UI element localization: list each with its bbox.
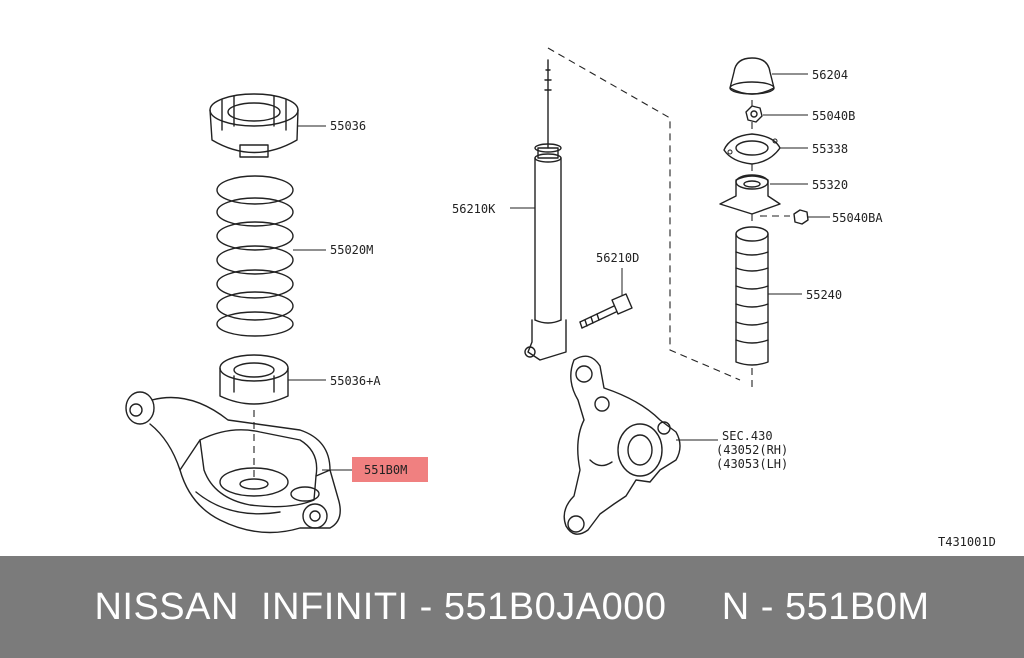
nut-55040b <box>745 105 808 123</box>
label-56210k: 56210K <box>452 202 496 216</box>
label-55036a: 55036+A <box>330 374 381 388</box>
parts-diagram: 55036 55020M 55036+A 551B0M 56210K 56210… <box>125 47 996 549</box>
label-56210d: 56210D <box>596 251 639 265</box>
part-number-caption: NISSAN INFINITI - 551B0JA000 N - 551B0M <box>94 585 930 628</box>
label-55338: 55338 <box>812 142 848 156</box>
shock-bolt <box>579 268 633 329</box>
label-56204: 56204 <box>812 68 848 82</box>
strut-mount-55320 <box>719 174 808 215</box>
lower-spring-seat <box>219 354 326 405</box>
bump-stop-55240 <box>735 226 802 366</box>
assembly-outline <box>547 47 753 390</box>
highlight-box <box>352 457 428 482</box>
bump-cap <box>729 57 808 95</box>
knuckle <box>563 355 718 535</box>
label-55320: 55320 <box>812 178 848 192</box>
caption-bar: NISSAN INFINITI - 551B0JA000 N - 551B0M <box>0 556 1024 658</box>
drawing-code: T431001D <box>938 535 996 549</box>
label-43052-rh: (43052(RH) <box>716 443 788 457</box>
label-551b0m: 551B0M <box>364 463 407 477</box>
label-55040b: 55040B <box>812 109 855 123</box>
label-55036: 55036 <box>330 119 366 133</box>
shock-absorber <box>510 59 567 361</box>
coil-spring <box>216 175 326 337</box>
lower-arm <box>125 391 352 534</box>
mount-plate-55338 <box>723 133 808 165</box>
label-43053-lh: (43053(LH) <box>716 457 788 471</box>
label-55020m: 55020M <box>330 243 373 257</box>
label-55240: 55240 <box>806 288 842 302</box>
label-sec430: SEC.430 <box>722 429 773 443</box>
nut-55040ba <box>760 209 830 225</box>
upper-spring-seat <box>209 93 326 158</box>
label-55040ba: 55040BA <box>832 211 883 225</box>
